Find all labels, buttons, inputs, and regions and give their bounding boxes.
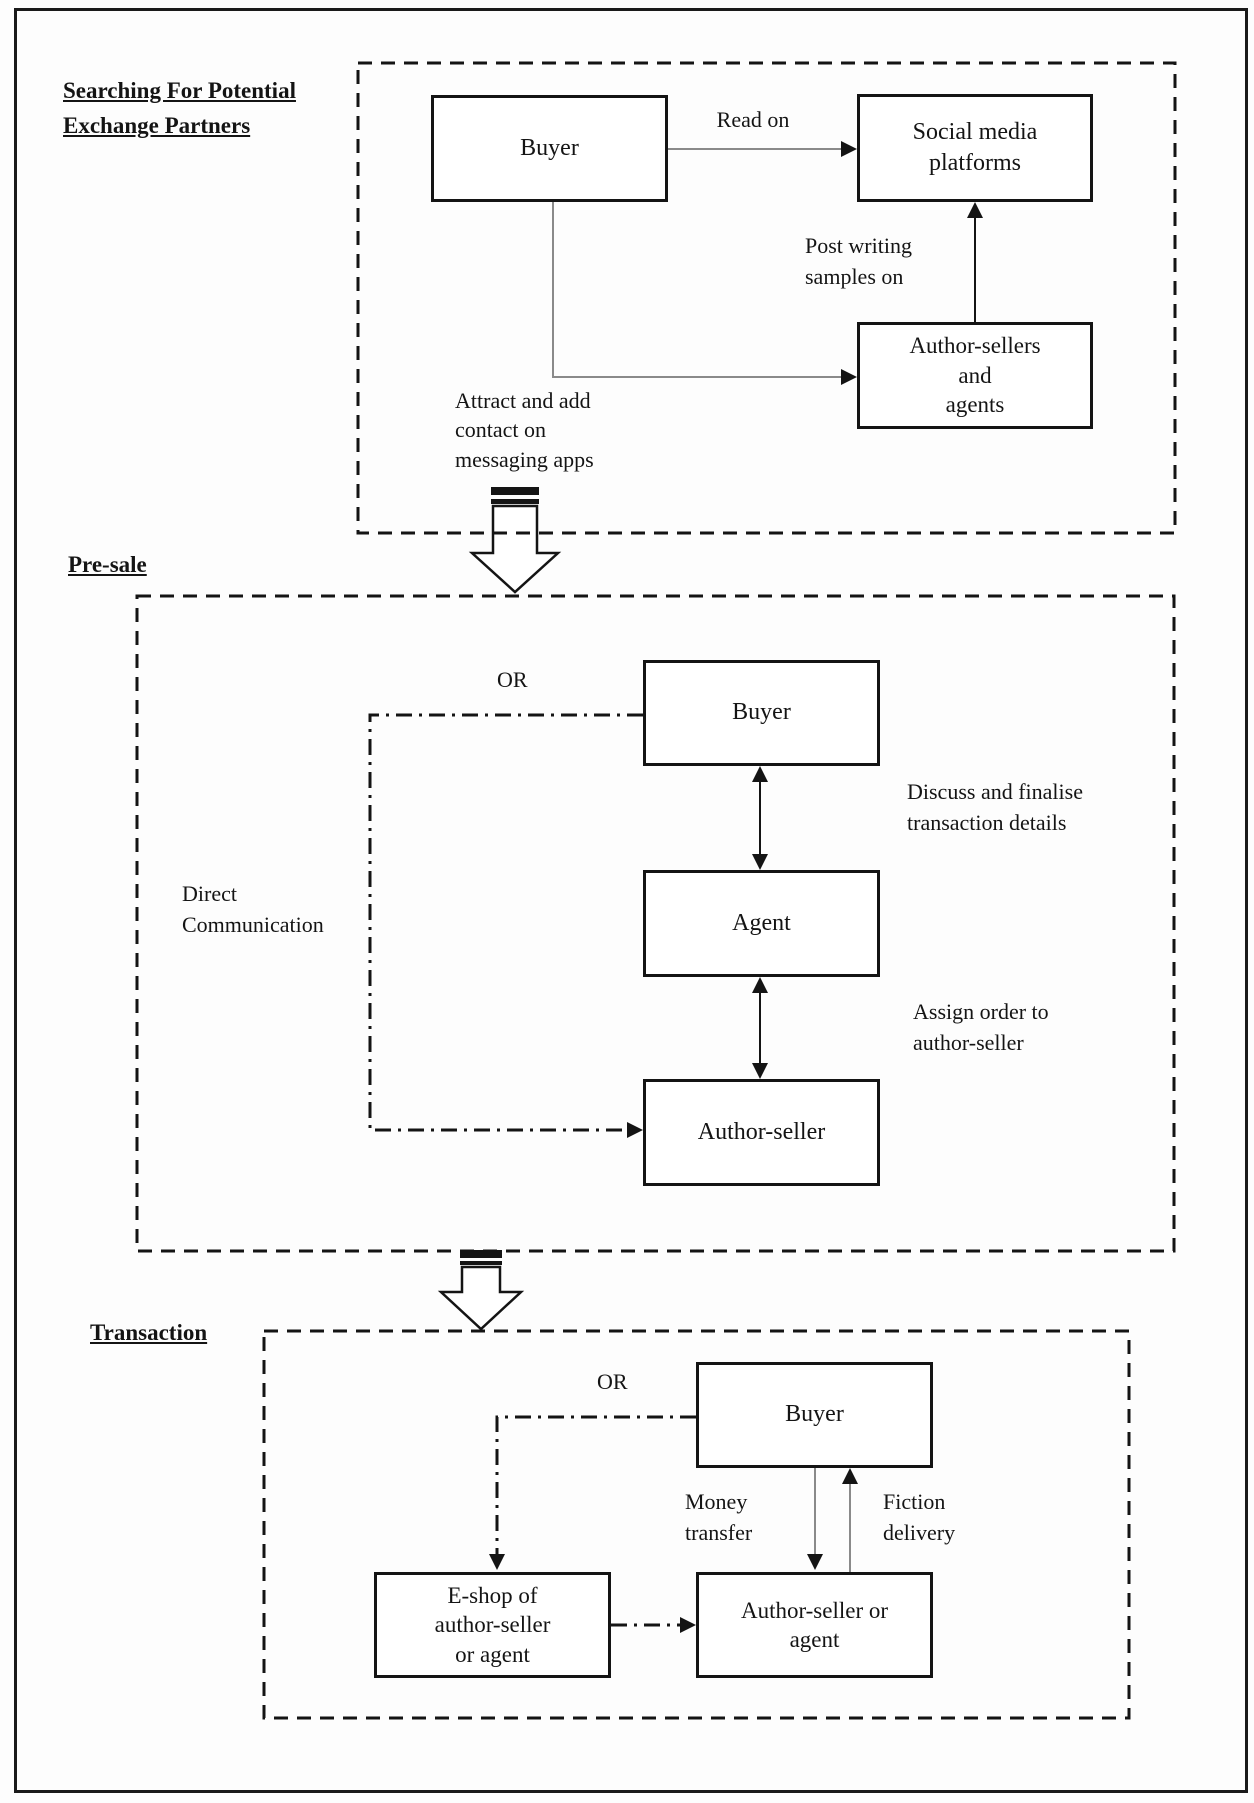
box-social-media-platforms: Social media platforms xyxy=(857,94,1093,202)
box-author-seller: Author-seller xyxy=(643,1079,880,1186)
presale-section-title: Pre-sale xyxy=(68,552,147,577)
fiction-delivery-label: Fiction delivery xyxy=(883,1489,956,1546)
eshop-agent-dashdot-arrow xyxy=(611,1617,696,1633)
searching-section-title: Searching For Potential Exchange Partner… xyxy=(63,78,296,138)
section-transition-arrow-2 xyxy=(437,1250,525,1331)
box-buyer-transaction: Buyer xyxy=(696,1362,933,1468)
direct-communication-label: Direct Communication xyxy=(182,881,324,938)
box-buyer-searching: Buyer xyxy=(431,95,668,202)
presale-or-label: OR xyxy=(497,667,528,692)
page-border xyxy=(14,8,1248,1793)
transaction-section-frame xyxy=(262,1329,1131,1720)
money-transfer-label: Money transfer xyxy=(685,1489,753,1546)
presale-section-frame xyxy=(135,594,1176,1253)
money-transfer-arrow xyxy=(807,1468,823,1570)
box-agent: Agent xyxy=(643,870,880,977)
box-eshop: E-shop of author-seller or agent xyxy=(374,1572,611,1678)
box-author-seller-or-agent: Author-seller or agent xyxy=(696,1572,933,1678)
post-writing-arrow xyxy=(967,202,983,322)
post-writing-samples-label: Post writing samples on xyxy=(805,233,912,290)
fiction-delivery-arrow xyxy=(842,1468,858,1572)
transaction-section-title: Transaction xyxy=(90,1320,208,1345)
box-author-sellers-and-agents: Author-sellers and agents xyxy=(857,322,1093,429)
discuss-finalise-label: Discuss and finalise transaction details xyxy=(907,779,1083,836)
assign-order-label: Assign order to author-seller xyxy=(913,999,1049,1056)
read-on-label: Read on xyxy=(716,107,790,132)
section-transition-arrow-1 xyxy=(468,487,562,594)
box-buyer-presale: Buyer xyxy=(643,660,880,766)
attract-contact-label: Attract and add contact on messaging app… xyxy=(455,388,594,472)
read-on-arrow xyxy=(668,141,857,157)
attract-contact-connector xyxy=(552,202,857,385)
or-eshop-dashdot-path xyxy=(489,1415,696,1570)
transaction-or-label: OR xyxy=(597,1369,628,1394)
agent-authorseller-double-arrow xyxy=(752,977,768,1079)
direct-communication-dashdot-path xyxy=(368,713,643,1138)
buyer-agent-double-arrow xyxy=(752,766,768,870)
